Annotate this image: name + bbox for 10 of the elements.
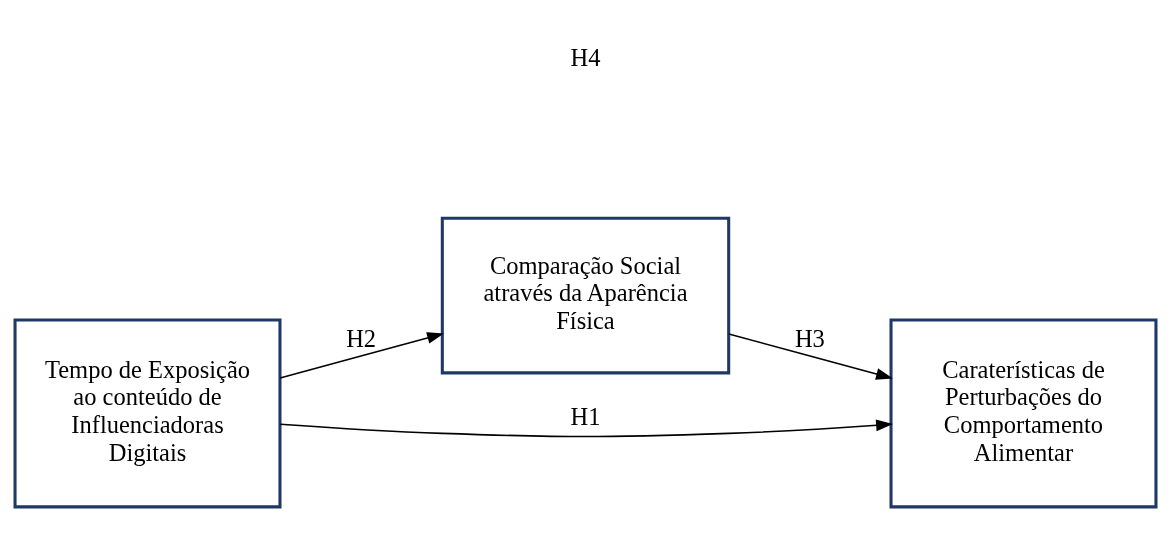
node-box: Caraterísticas de Perturbações do Comportamento Alimentar xyxy=(889,318,1158,508)
edge-label: H1 xyxy=(570,402,601,430)
edge-label: H2 xyxy=(346,324,377,352)
node-box: Comparação Social através da Aparência Física xyxy=(440,216,731,374)
node-box: Tempo de Exposição ao conteúdo de Influenciadoras Digitais xyxy=(13,318,282,508)
arrow xyxy=(279,418,893,437)
label: H4 xyxy=(570,43,601,71)
edge-label: H3 xyxy=(794,324,825,352)
arrow xyxy=(279,331,445,379)
arrow xyxy=(728,332,893,380)
